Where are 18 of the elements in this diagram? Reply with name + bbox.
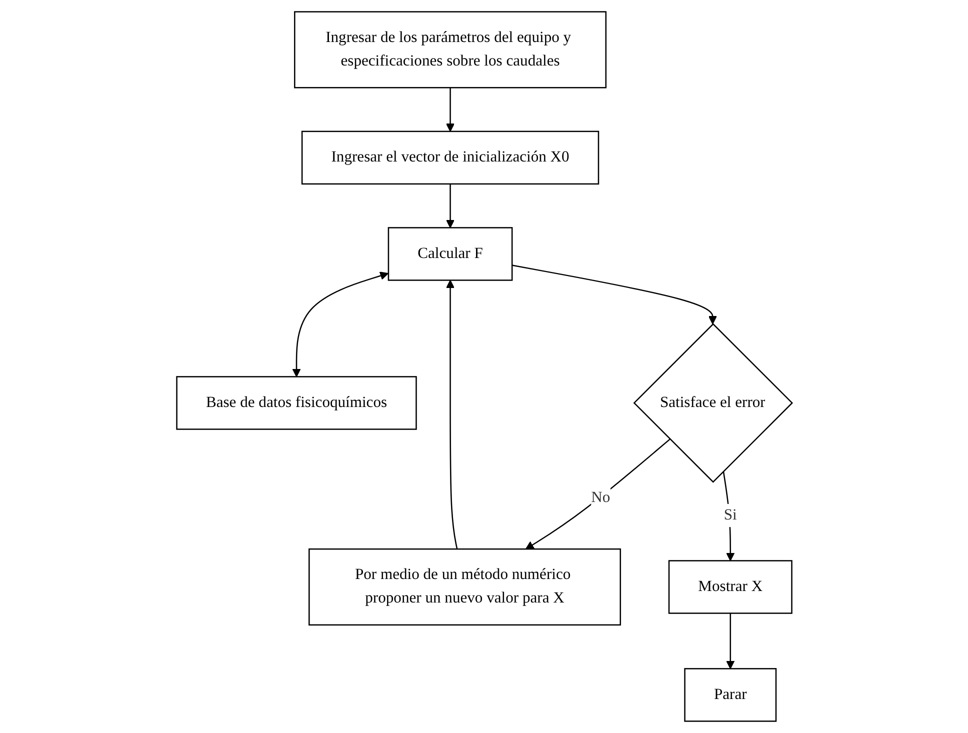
node-box: Base de datos fisicoquímicos xyxy=(176,376,416,430)
arrow xyxy=(292,272,388,378)
node-box: Por medio de un método numérico proponer un nuevo valor para X xyxy=(308,548,621,626)
node-box: Mostrar X xyxy=(668,560,792,614)
node-box: Ingresar de los parámetros del equipo y especificaciones sobre los caudales xyxy=(294,11,606,88)
arrow xyxy=(446,184,454,228)
edge-label: Si xyxy=(723,506,736,524)
node-box: Ingresar el vector de inicialización X0 xyxy=(300,130,599,185)
arrow xyxy=(512,264,716,324)
arrow xyxy=(446,280,458,550)
arrow xyxy=(722,471,734,562)
edge-label: No xyxy=(590,489,610,506)
node-box: Calcular F xyxy=(387,227,512,281)
node-box: Parar xyxy=(684,668,776,722)
arrow xyxy=(524,438,670,550)
arrow xyxy=(726,613,734,670)
arrow xyxy=(446,88,454,132)
node-diamond: Satisface el error xyxy=(632,323,793,483)
